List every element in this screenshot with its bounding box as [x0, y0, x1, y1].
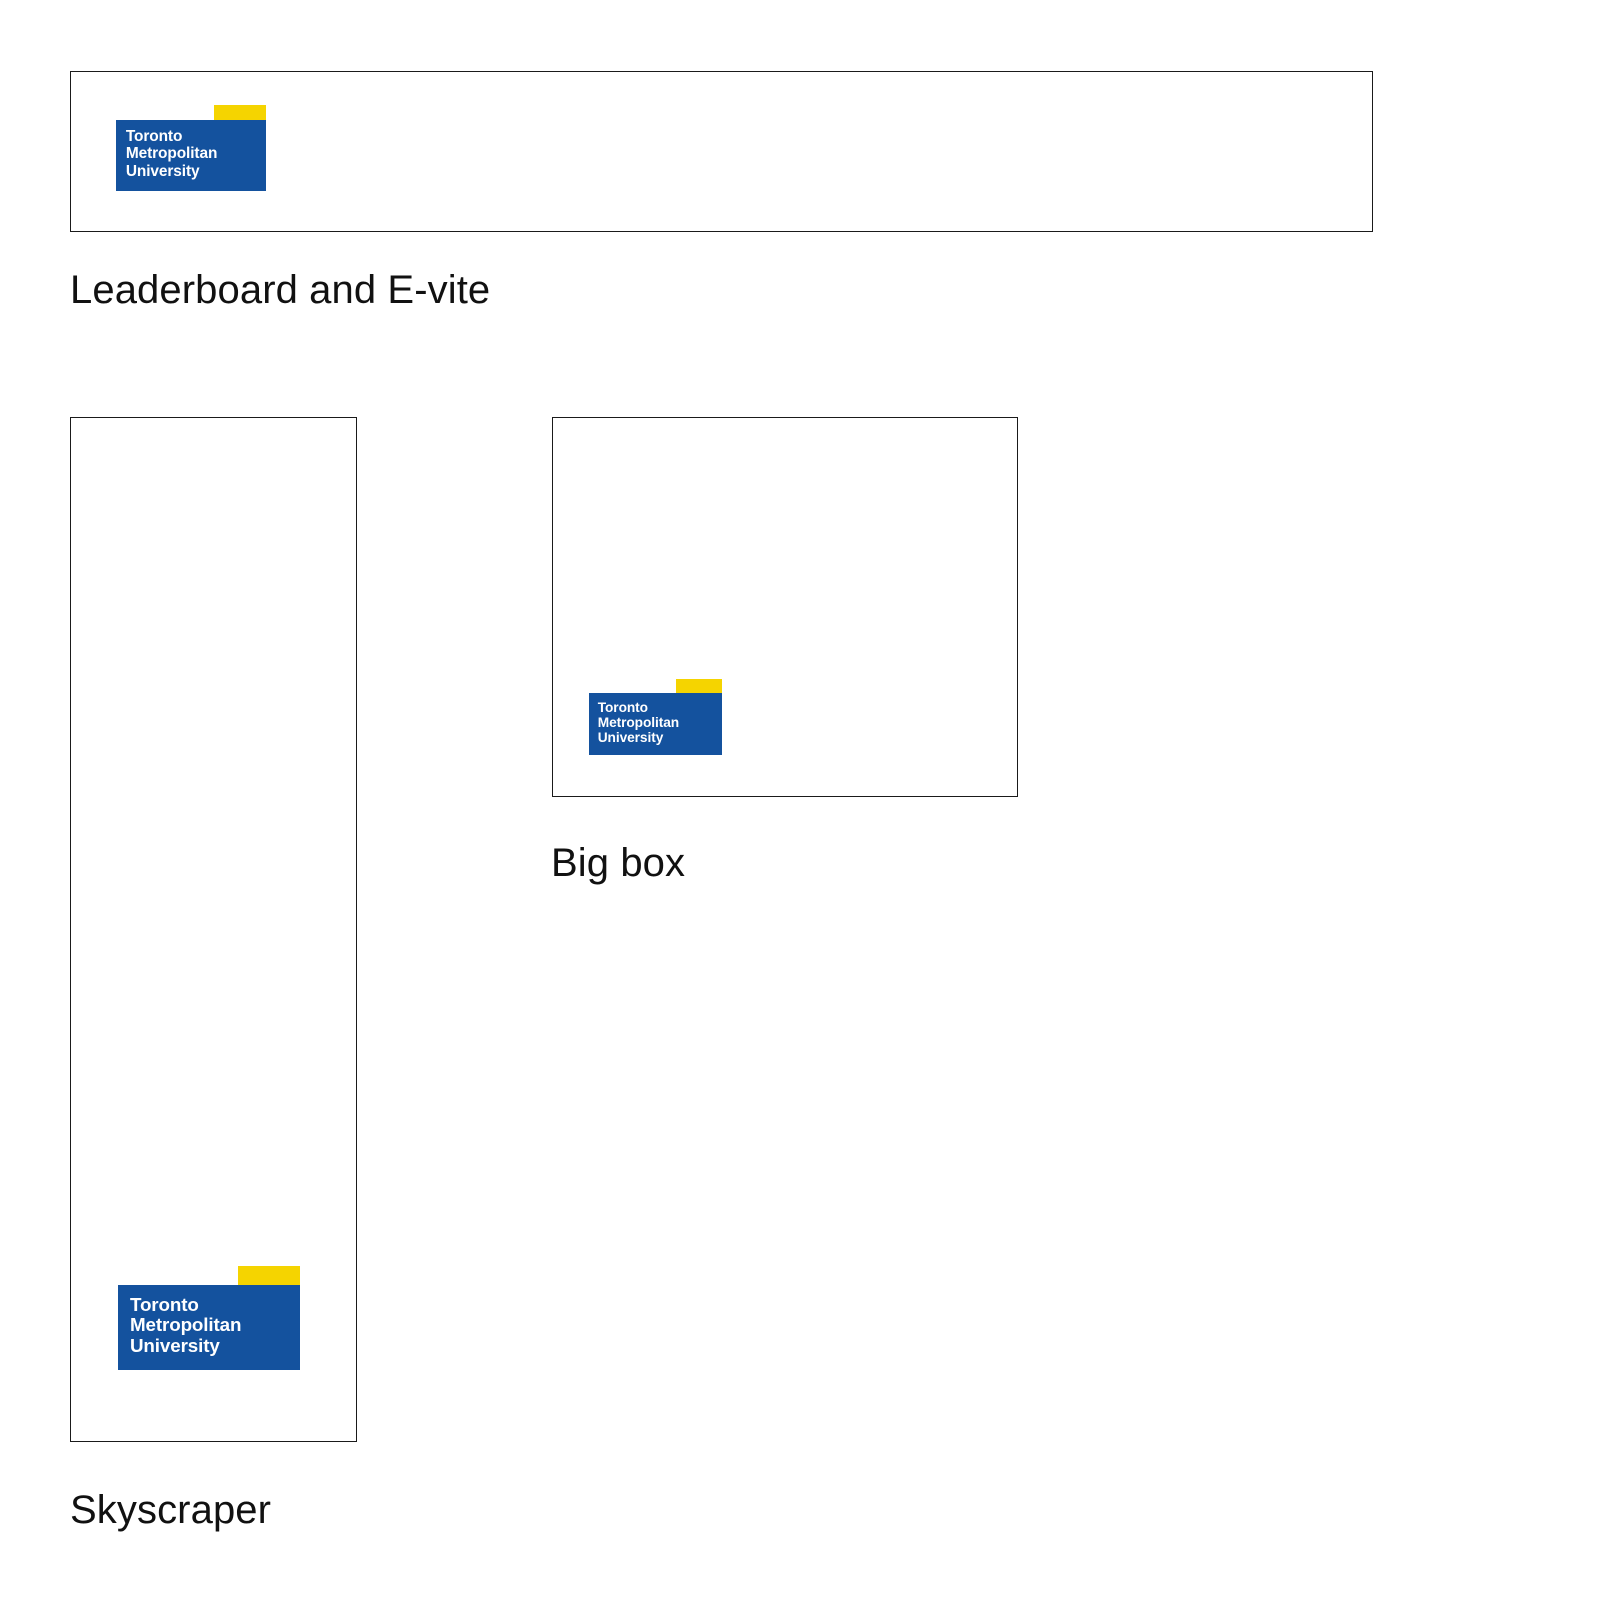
tmu-logo-leaderboard: Toronto Metropolitan University [116, 105, 266, 191]
tmu-wordmark-line-1: Toronto [129, 1293, 199, 1315]
tmu-blue-block-icon [118, 1284, 301, 1371]
tmu-blue-block-icon [116, 120, 266, 191]
tmu-logo-bigbox: Toronto Metropolitan University [589, 679, 723, 756]
tmu-wordmark-line-2: Metropolitan [125, 145, 218, 163]
tmu-wordmark-line-3: University [597, 730, 664, 746]
skyscraper-ad-frame [70, 417, 357, 1442]
tmu-wordmark-line-3: University [129, 1335, 220, 1357]
tmu-wordmark-line-2: Metropolitan [597, 714, 680, 730]
tmu-wordmark-line-3: University [125, 162, 200, 180]
tmu-wordmark-line-1: Toronto [597, 699, 648, 715]
tmu-logo-skyscraper: Toronto Metropolitan University [118, 1266, 301, 1371]
caption-bigbox: Big box [551, 841, 686, 885]
tmu-wordmark: Toronto Metropolitan University [129, 1293, 242, 1357]
caption-skyscraper: Skyscraper [70, 1488, 272, 1532]
leaderboard-ad-frame [70, 71, 1373, 232]
tmu-wordmark: Toronto Metropolitan University [598, 700, 679, 746]
tmu-wordmark-line-2: Metropolitan [129, 1314, 242, 1336]
tmu-blue-block-icon [589, 692, 723, 756]
caption-leaderboard: Leaderboard and E-vite [70, 268, 491, 312]
tmu-wordmark-line-1: Toronto [125, 128, 183, 146]
tmu-wordmark: Toronto Metropolitan University [126, 128, 218, 179]
